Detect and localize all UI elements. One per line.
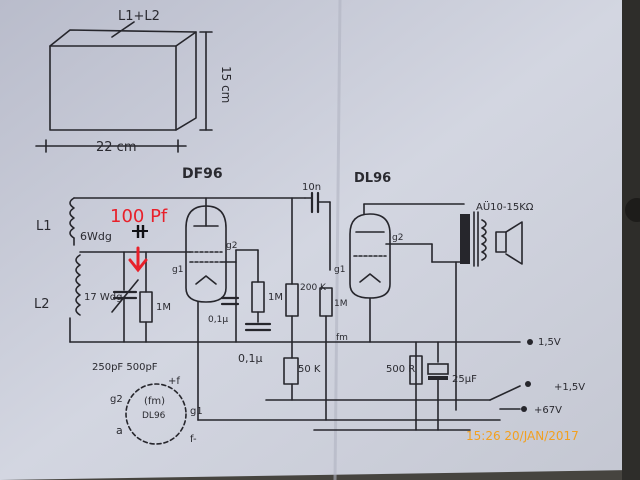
r-cathode-label: 500 R	[386, 364, 415, 375]
l2-label: L2	[34, 297, 50, 312]
r-plate1-label: 200 K	[300, 283, 327, 293]
c-screen1-label: 0,1µ	[208, 315, 228, 325]
base-fm: (fm)	[144, 396, 165, 407]
tube1-g2: g2	[226, 241, 237, 251]
tube2-g2: g2	[392, 233, 403, 243]
l1-label: L1	[36, 219, 52, 234]
r-screen1-label: 1M	[268, 292, 283, 303]
variable-caps-label: 250pF 500pF	[92, 362, 158, 373]
c-bypass-label: 0,1µ	[238, 352, 263, 365]
base-fplus: +f	[168, 376, 180, 387]
box-title: L1+L2	[118, 9, 160, 24]
box-width-label: 22 cm	[96, 140, 137, 155]
tube1-g1: g1	[172, 265, 183, 275]
tube2-g1: g1	[334, 265, 345, 275]
r-grid1-label: 1M	[156, 302, 171, 313]
supply-15-label: 1,5V	[538, 337, 561, 348]
c-cathode-label: 25µF	[452, 374, 477, 385]
tube1-envelope	[185, 205, 227, 303]
photo-timestamp: 15:26 20/JAN/2017	[466, 429, 579, 443]
tube1-label: DF96	[182, 166, 223, 182]
base-a: a	[116, 424, 123, 437]
added-cap-label: 100 Pf	[110, 206, 168, 227]
speaker-label: AÜ10-15KΩ	[476, 200, 534, 213]
coil-box-sketch: L1+L2 15 cm 22 cm	[35, 9, 233, 155]
box-height-label: 15 cm	[219, 66, 233, 103]
l1-turns-label: 6Wdg	[80, 230, 112, 243]
r-bias-label: 50 K	[298, 364, 321, 375]
tube2-fm: fm	[336, 333, 348, 343]
base-g2: g2	[110, 394, 123, 405]
schematic-wiring: 10n L1 6Wdg L2 17 Wdg 250pF 500pF 1M	[34, 182, 585, 431]
base-fminus: f-	[190, 434, 197, 445]
supply-67-label: +67V	[534, 405, 562, 416]
tube-base-diagram: (fm) DL96 g2 g1 a f- +f	[110, 376, 203, 445]
r-grid2-label: 1M	[334, 299, 348, 309]
l2-turns-label: 17 Wdg	[84, 292, 123, 303]
coupling-cap-label: 10n	[302, 182, 321, 193]
base-g1: g1	[190, 406, 203, 417]
added-capacitor-annotation: 100 Pf	[110, 206, 168, 273]
supply-plus15-label: +1,5V	[554, 382, 585, 393]
tube2-label: DL96	[354, 171, 391, 186]
tube2-envelope	[349, 213, 391, 299]
base-label: DL96	[142, 411, 166, 421]
